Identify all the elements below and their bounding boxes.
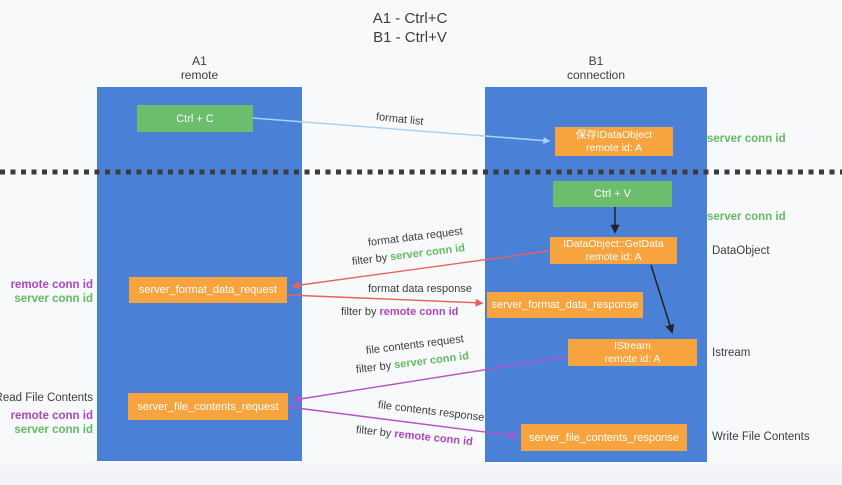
remote-conn-id-annotation-2: remote conn id <box>10 410 93 422</box>
b1-name: B1 <box>588 54 604 68</box>
server-format-data-request-label: server_format_data_request <box>138 284 278 296</box>
istream-line2: remote id: A <box>604 352 661 365</box>
title-line-1: A1 - Ctrl+C <box>372 10 448 27</box>
server-file-contents-request-node: server_file_contents_request <box>128 393 288 420</box>
ctrl-c-label: Ctrl + C <box>176 112 214 125</box>
istream-node: IStream remote id: A <box>568 339 697 366</box>
conn-id-pair-2: remote conn id server conn id <box>11 409 93 437</box>
title-line-2: B1 - Ctrl+V <box>373 29 447 46</box>
file-contents-response-label: file contents response <box>377 399 485 424</box>
istream-line1: IStream <box>614 339 651 352</box>
remote-conn-id-annotation-1: remote conn id <box>10 279 93 291</box>
column-header-b1: B1 connection <box>485 54 707 82</box>
filter-by-remote-conn-id-label-2: filter by remote conn id <box>355 424 474 449</box>
ctrl-v-label: Ctrl + V <box>594 188 631 200</box>
getdata-line1: IDataObject::GetData <box>563 237 664 250</box>
read-file-contents-annotation: Read File Contents <box>0 392 93 404</box>
server-file-contents-response-label: server_file_contents_response <box>529 431 679 444</box>
server-conn-id-annotation-top: server conn id <box>707 133 786 145</box>
server-format-data-request-node: server_format_data_request <box>129 277 287 303</box>
format-data-response-label: format data response <box>368 283 472 295</box>
write-file-contents-annotation: Write File Contents <box>712 431 810 443</box>
ctrl-c-node: Ctrl + C <box>137 105 253 132</box>
server-format-data-response-label: server_format_data_response <box>491 299 639 311</box>
save-dataobject-node: 保存IDataObject remote id: A <box>555 127 673 156</box>
diagram-title: A1 - Ctrl+C B1 - Ctrl+V <box>300 9 520 47</box>
istream-annotation: Istream <box>712 347 751 359</box>
a1-subtitle: remote <box>180 67 219 82</box>
server-conn-id-annotation-2: server conn id <box>14 424 93 436</box>
conn-id-pair-1: remote conn id server conn id <box>11 278 93 306</box>
getdata-line2: remote id: A <box>585 250 642 263</box>
filter-by-remote-conn-id-label-1: filter by remote conn id <box>341 306 459 318</box>
server-conn-id-annotation-1: server conn id <box>14 293 93 305</box>
getdata-node: IDataObject::GetData remote id: A <box>550 237 677 264</box>
server-file-contents-response-node: server_file_contents_response <box>521 424 687 451</box>
ctrl-v-node: Ctrl + V <box>553 181 672 207</box>
save-dataobject-line2: remote id: A <box>585 141 643 154</box>
server-file-contents-request-label: server_file_contents_request <box>137 400 279 413</box>
column-header-a1: A1 remote <box>97 54 302 82</box>
dataobject-annotation: DataObject <box>712 245 770 257</box>
format-list-label: format list <box>375 111 425 128</box>
b1-subtitle: connection <box>566 67 626 82</box>
format-data-response-arrow <box>287 294 484 307</box>
server-format-data-response-node: server_format_data_response <box>487 292 643 318</box>
save-dataobject-line1: 保存IDataObject <box>575 128 653 141</box>
a1-name: A1 <box>192 54 207 68</box>
server-conn-id-annotation-mid: server conn id <box>707 211 786 223</box>
